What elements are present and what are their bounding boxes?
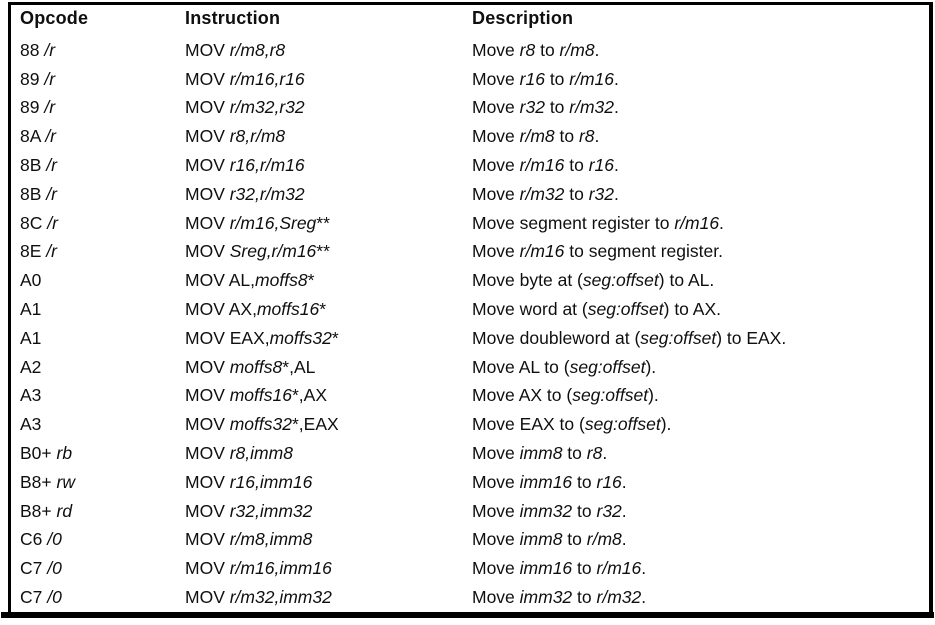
column-header-opcode: Opcode: [20, 8, 89, 28]
table-row: 8C /r MOV r/m16,Sreg** Move segment regist…: [20, 209, 923, 238]
opcode-cell: A3: [20, 385, 42, 406]
table-row: A3 MOV moffs32*,EAX Move EAX to (seg:offse…: [20, 410, 923, 439]
description-cell: Move doubleword at (seg:offset) to EAX.: [472, 327, 787, 348]
description-cell: Move byte at (seg:offset) to AL.: [472, 270, 715, 291]
table-row: 8E /r MOV Sreg,r/m16** Move r/m16 to segme…: [20, 238, 923, 267]
table-row: 89 /r MOV r/m32,r32 Move r32 to r/m32.: [20, 94, 923, 123]
description-cell: Move EAX to (seg:offset).: [472, 414, 672, 435]
table-row: B8+ rd MOV r32,imm32 Move imm32 to r32.: [20, 497, 923, 526]
description-cell: Move r/m16 to segment register.: [472, 241, 723, 262]
instruction-cell: MOV r/m16,r16: [185, 68, 305, 89]
opcode-cell: A1: [20, 327, 42, 348]
description-cell: Move imm8 to r/m8.: [472, 529, 627, 550]
instruction-cell: MOV r/m8,r8: [185, 39, 286, 60]
opcode-cell: 8B /r: [20, 183, 57, 204]
instruction-cell: MOV r16,r/m16: [185, 155, 305, 176]
opcode-cell: 89 /r: [20, 97, 56, 118]
opcode-cell: A1: [20, 299, 42, 320]
opcode-cell: 89 /r: [20, 68, 56, 89]
description-cell: Move AL to (seg:offset).: [472, 356, 657, 377]
instruction-cell: MOV r8,r/m8: [185, 126, 286, 147]
instruction-cell: MOV r/m16,imm16: [185, 558, 332, 579]
opcode-cell: C7 /0: [20, 558, 62, 579]
table-row: 8B /r MOV r32,r/m32 Move r/m32 to r32.: [20, 180, 923, 209]
opcode-cell: A2: [20, 356, 42, 377]
description-cell: Move imm32 to r/m32.: [472, 587, 647, 608]
opcode-cell: 8B /r: [20, 155, 57, 176]
table-row: 88 /r MOV r/m8,r8 Move r8 to r/m8.: [20, 36, 923, 65]
description-cell: Move r/m8 to r8.: [472, 126, 600, 147]
opcode-cell: A3: [20, 414, 42, 435]
opcode-cell: C6 /0: [20, 529, 62, 550]
description-cell: Move r32 to r/m32.: [472, 97, 619, 118]
table-bottom-rule: [1, 612, 934, 618]
table-row: C7 /0 MOV r/m16,imm16 Move imm16 to r/m16.: [20, 554, 923, 583]
opcode-cell: B8+ rd: [20, 500, 73, 521]
table-row: 8B /r MOV r16,r/m16 Move r/m16 to r16.: [20, 151, 923, 180]
table-row: 89 /r MOV r/m16,r16 Move r16 to r/m16.: [20, 65, 923, 94]
column-header-description: Description: [472, 8, 574, 28]
instruction-cell: MOV r/m32,imm32: [185, 587, 332, 608]
instruction-cell: MOV EAX,moffs32*: [185, 327, 339, 348]
instruction-cell: MOV r/m8,imm8: [185, 529, 313, 550]
table-row: A0 MOV AL,moffs8* Move byte at (seg:offset…: [20, 266, 923, 295]
description-cell: Move segment register to r/m16.: [472, 212, 724, 233]
opcode-cell: 8A /r: [20, 126, 57, 147]
table-row: A3 MOV moffs16*,AX Move AX to (seg:offset)…: [20, 382, 923, 411]
instruction-cell: MOV r8,imm8: [185, 443, 293, 464]
instruction-cell: MOV r32,r/m32: [185, 183, 305, 204]
instruction-cell: MOV moffs16*,AX: [185, 385, 328, 406]
instruction-cell: MOV AX,moffs16*: [185, 299, 327, 320]
description-cell: Move imm16 to r/m16.: [472, 558, 647, 579]
instruction-cell: MOV moffs32*,EAX: [185, 414, 339, 435]
instruction-cell: MOV AL,moffs8*: [185, 270, 315, 291]
table-row: A1 MOV EAX,moffs32* Move doubleword at (se…: [20, 324, 923, 353]
table-row: C6 /0 MOV r/m8,imm8 Move imm8 to r/m8.: [20, 526, 923, 555]
opcode-cell: 88 /r: [20, 39, 56, 60]
table-row: 8A /r MOV r8,r/m8 Move r/m8 to r8.: [20, 122, 923, 151]
description-cell: Move imm32 to r32.: [472, 500, 627, 521]
instruction-cell: MOV r/m16,Sreg**: [185, 212, 330, 233]
instruction-cell: MOV r32,imm32: [185, 500, 313, 521]
description-cell: Move imm16 to r16.: [472, 471, 627, 492]
opcode-cell: A0: [20, 270, 42, 291]
description-cell: Move AX to (seg:offset).: [472, 385, 659, 406]
instruction-cell: MOV moffs8*,AL: [185, 356, 316, 377]
table-header-row: Opcode Instruction Description: [20, 8, 923, 36]
opcode-table: Opcode Instruction Description 88 /r MOV …: [8, 2, 933, 612]
description-cell: Move r16 to r/m16.: [472, 68, 619, 89]
table-body: 88 /r MOV r/m8,r8 Move r8 to r/m8. 89 /r MOV…: [20, 36, 923, 612]
description-cell: Move imm8 to r8.: [472, 443, 608, 464]
table-row: A2 MOV moffs8*,AL Move AL to (seg:offset).: [20, 353, 923, 382]
opcode-cell: 8C /r: [20, 212, 58, 233]
column-header-instruction: Instruction: [185, 8, 281, 28]
table-row: B8+ rw MOV r16,imm16 Move imm16 to r16.: [20, 468, 923, 497]
opcode-cell: C7 /0: [20, 587, 62, 608]
opcode-cell: B0+ rb: [20, 443, 73, 464]
description-cell: Move word at (seg:offset) to AX.: [472, 299, 722, 320]
description-cell: Move r/m16 to r16.: [472, 155, 619, 176]
instruction-cell: MOV Sreg,r/m16**: [185, 241, 330, 262]
table-row: C7 /0 MOV r/m32,imm32 Move imm32 to r/m32.: [20, 583, 923, 612]
opcode-cell: 8E /r: [20, 241, 57, 262]
instruction-cell: MOV r16,imm16: [185, 471, 313, 492]
description-cell: Move r8 to r/m8.: [472, 39, 600, 60]
opcode-cell: B8+ rw: [20, 471, 75, 492]
table-row: B0+ rb MOV r8,imm8 Move imm8 to r8.: [20, 439, 923, 468]
table-row: A1 MOV AX,moffs16* Move word at (seg:offse…: [20, 295, 923, 324]
description-cell: Move r/m32 to r32.: [472, 183, 619, 204]
instruction-cell: MOV r/m32,r32: [185, 97, 305, 118]
